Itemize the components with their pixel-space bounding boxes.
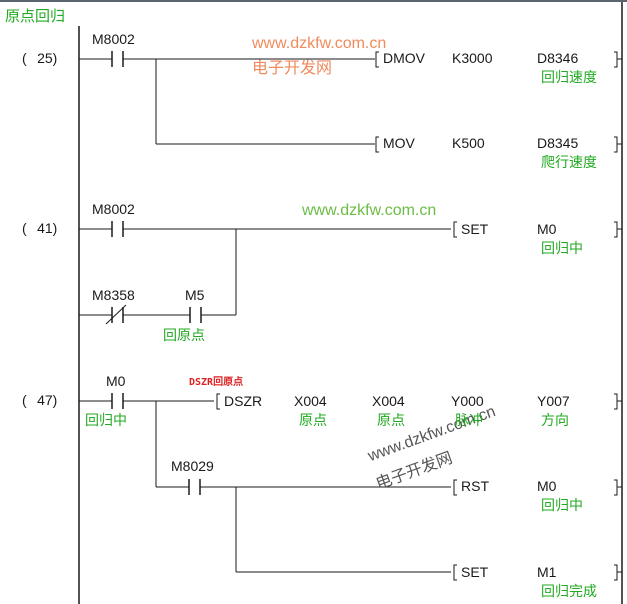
comment-x004-zero: 原点: [377, 413, 405, 429]
rung-paren-close: ): [52, 220, 58, 236]
watermark-url-orange: www.dzkfw.com.cn: [252, 35, 387, 52]
contact-m8002-rung25[interactable]: [111, 51, 124, 67]
instruction-bracket-set-m0[interactable]: [453, 221, 622, 238]
rung-number-25: (25): [22, 50, 57, 66]
instruction-note-dszr: DSZR回原点: [189, 377, 244, 388]
contact-label-m8002: M8002: [92, 31, 135, 47]
operand-y007: Y007: [537, 393, 570, 409]
operand-d8345: D8345: [537, 135, 579, 151]
instruction-set-m1[interactable]: SET: [461, 564, 489, 580]
instruction-bracket-dszr[interactable]: [216, 393, 622, 410]
operand-d8346: D8346: [537, 50, 579, 66]
comment-contact-m0: 回归中: [85, 413, 127, 429]
operand-x004-origin: X004: [294, 393, 327, 409]
instruction-set[interactable]: SET: [461, 221, 489, 237]
instruction-mov[interactable]: MOV: [383, 135, 415, 151]
contact-m8029[interactable]: [188, 479, 201, 495]
contact-m5[interactable]: [189, 307, 202, 323]
comment-m1: 回归完成: [541, 584, 597, 600]
instruction-rst[interactable]: RST: [461, 478, 489, 494]
rung-paren-close: ): [52, 50, 58, 66]
operand-m1: M1: [537, 564, 557, 580]
section-title: 原点回归: [5, 7, 66, 25]
rung-paren-close: ): [52, 392, 58, 408]
comment-y000: 脉冲: [455, 413, 483, 429]
comment-x004-origin: 原点: [299, 413, 327, 429]
operand-m0-rst: M0: [537, 478, 557, 494]
rung-47-wires: [79, 400, 451, 573]
instruction-bracket-rst-m0[interactable]: [453, 479, 622, 496]
comment-d8346: 回归速度: [541, 70, 597, 86]
operand-m0: M0: [537, 221, 557, 237]
contact-label-m8002: M8002: [92, 201, 135, 217]
instruction-bracket-dmov[interactable]: [375, 51, 622, 68]
operand-y000: Y000: [451, 393, 484, 409]
comment-m0: 回归中: [541, 241, 583, 257]
rung-41-wires: [79, 228, 451, 316]
contact-label-m8358: M8358: [92, 287, 135, 303]
rung-paren-open: (: [22, 220, 27, 236]
contact-m8358-nc[interactable]: [105, 304, 127, 325]
rung-number-41: (41): [22, 220, 57, 236]
rung-paren-open: (: [22, 392, 27, 408]
contact-label-m5: M5: [185, 287, 205, 303]
instruction-dmov[interactable]: DMOV: [383, 50, 425, 66]
rung-paren-open: (: [22, 50, 27, 66]
operand-k3000: K3000: [452, 50, 493, 66]
rung-number-value: 47: [37, 392, 53, 408]
watermark-name-orange: 电子开发网: [252, 58, 333, 77]
window-top-border: [0, 0, 627, 2]
rung-25-wires: [79, 58, 375, 145]
rung-number-47: (47): [22, 392, 57, 408]
watermark-url-green: www.dzkfw.com.cn: [302, 202, 437, 219]
rung-number-value: 41: [37, 220, 53, 236]
comment-m0-rst: 回归中: [541, 498, 583, 514]
operand-k500: K500: [452, 135, 485, 151]
comment-y007: 方向: [541, 413, 569, 429]
instruction-bracket-set-m1[interactable]: [453, 564, 622, 581]
instruction-dszr[interactable]: DSZR: [224, 393, 263, 409]
instruction-bracket-mov[interactable]: [375, 136, 622, 153]
operand-x004-zero: X004: [372, 393, 405, 409]
comment-m5: 回原点: [163, 328, 205, 344]
contact-label-m8029: M8029: [171, 458, 214, 474]
contact-m0[interactable]: [111, 393, 124, 409]
contact-label-m0: M0: [106, 373, 126, 389]
rung-number-value: 25: [37, 50, 53, 66]
contact-m8002-rung41[interactable]: [111, 221, 124, 237]
comment-d8345: 爬行速度: [541, 155, 597, 171]
